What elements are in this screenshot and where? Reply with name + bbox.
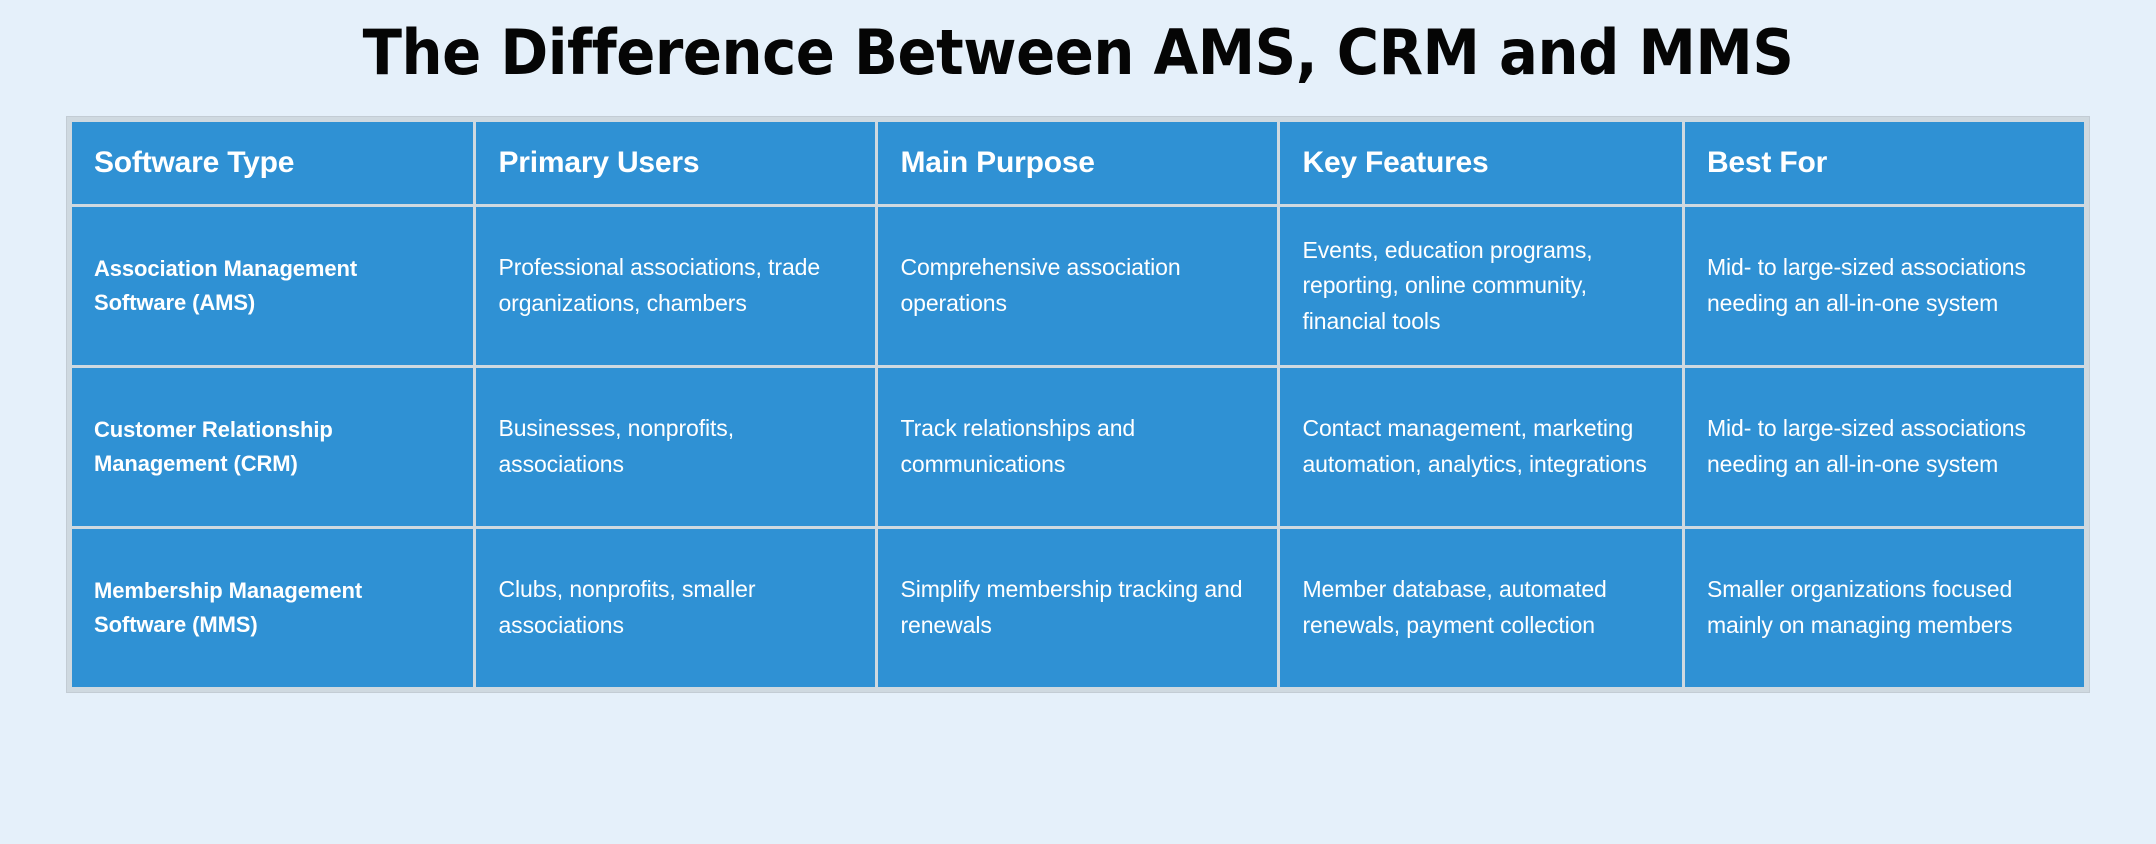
- column-header-software-type: Software Type: [72, 122, 474, 204]
- cell-best-for: Mid- to large-sized associations needing…: [1684, 368, 2084, 526]
- table-row: Association Management Software (AMS) Pr…: [72, 207, 2084, 365]
- column-header-key-features: Key Features: [1280, 122, 1682, 204]
- table-row: Membership Management Software (MMS) Clu…: [72, 529, 2084, 687]
- column-header-main-purpose: Main Purpose: [878, 122, 1278, 204]
- cell-main-purpose: Track relationships and communications: [878, 368, 1278, 526]
- cell-primary-users: Clubs, nonprofits, smaller associations: [476, 529, 876, 687]
- cell-main-purpose: Simplify membership tracking and renewal…: [878, 529, 1278, 687]
- table-row: Customer Relationship Management (CRM) B…: [72, 368, 2084, 526]
- page-title: The Difference Between AMS, CRM and MMS: [362, 16, 1794, 89]
- cell-key-features: Events, education programs, reporting, o…: [1280, 207, 1682, 365]
- cell-main-purpose: Comprehensive association operations: [878, 207, 1278, 365]
- cell-key-features: Member database, automated renewals, pay…: [1280, 529, 1682, 687]
- cell-software-type: Association Management Software (AMS): [72, 207, 474, 365]
- column-header-primary-users: Primary Users: [476, 122, 876, 204]
- comparison-table-container: Software Type Primary Users Main Purpose…: [66, 116, 2090, 693]
- cell-software-type: Customer Relationship Management (CRM): [72, 368, 474, 526]
- cell-primary-users: Businesses, nonprofits, associations: [476, 368, 876, 526]
- cell-software-type: Membership Management Software (MMS): [72, 529, 474, 687]
- cell-primary-users: Professional associations, trade organiz…: [476, 207, 876, 365]
- cell-best-for: Smaller organizations focused mainly on …: [1684, 529, 2084, 687]
- cell-key-features: Contact management, marketing automation…: [1280, 368, 1682, 526]
- table-header: Software Type Primary Users Main Purpose…: [72, 122, 2084, 204]
- cell-best-for: Mid- to large-sized associations needing…: [1684, 207, 2084, 365]
- comparison-table: Software Type Primary Users Main Purpose…: [69, 119, 2087, 690]
- table-body: Association Management Software (AMS) Pr…: [72, 207, 2084, 687]
- column-header-best-for: Best For: [1684, 122, 2084, 204]
- table-header-row: Software Type Primary Users Main Purpose…: [72, 122, 2084, 204]
